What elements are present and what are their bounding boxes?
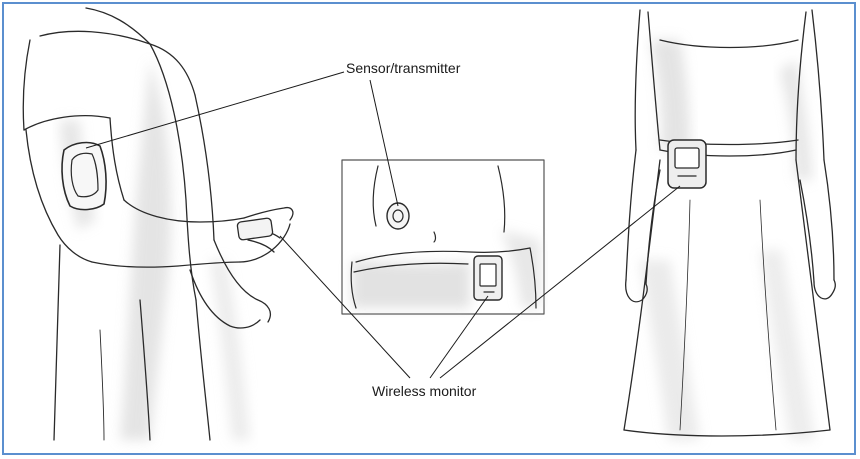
leader-sensor-arm: [86, 72, 344, 148]
sensor-transmitter-label: Sensor/transmitter: [346, 60, 460, 76]
right-figure: [624, 10, 835, 440]
center-inset: [342, 160, 544, 314]
wireless-monitor-label: Wireless monitor: [372, 383, 476, 399]
left-figure: [23, 8, 293, 440]
